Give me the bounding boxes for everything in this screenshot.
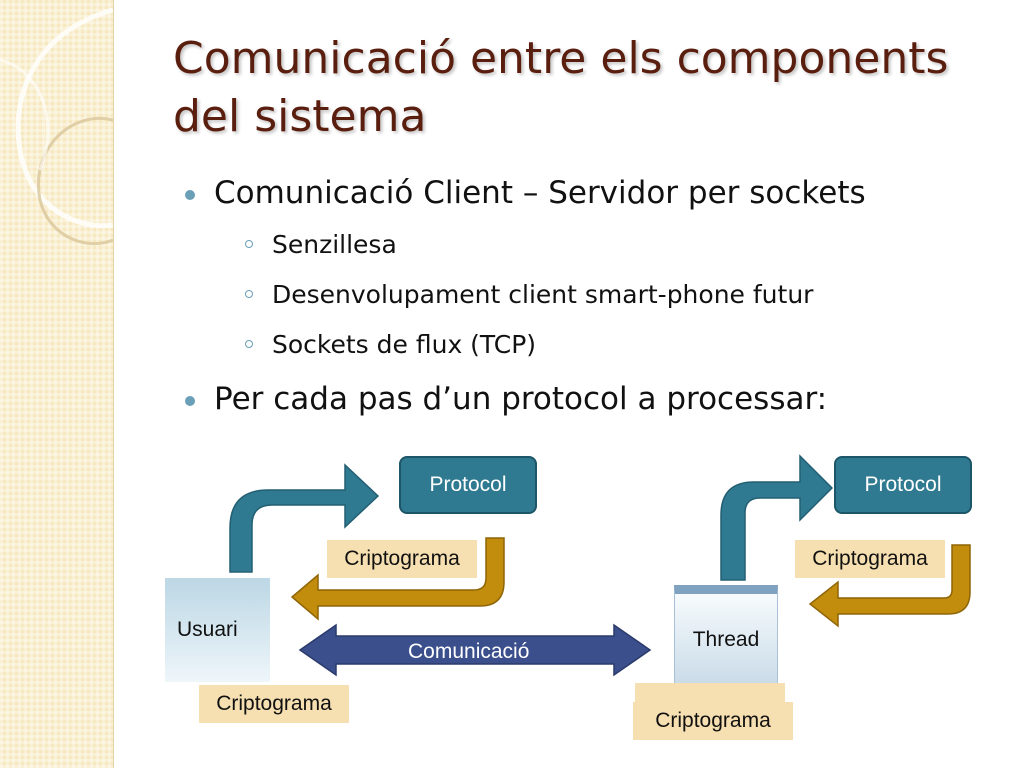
bullet-item: Comunicació Client – Servidor per socket…: [185, 170, 985, 370]
sub-bullet-text: Desenvolupament client smart-phone futur: [272, 280, 814, 309]
right-protocol-box: Protocol: [834, 456, 972, 514]
right-up-arrow-icon: [720, 454, 834, 581]
right-criptograma-lower: Criptograma: [633, 702, 793, 740]
decorative-sidebar: [0, 0, 114, 768]
sub-bullet-item: Sockets de flux (TCP): [214, 320, 985, 370]
bullet-list: Comunicació Client – Servidor per socket…: [185, 170, 985, 426]
left-criptograma-upper: Criptograma: [327, 540, 477, 578]
left-protocol-box: Protocol: [399, 456, 537, 514]
swirl-decoration-icon: [0, 7, 113, 246]
page-title: Comunicació entre els components del sis…: [173, 33, 949, 142]
sub-bullet-text: Sockets de flux (TCP): [272, 330, 537, 359]
communication-arrow-icon: [298, 623, 652, 677]
bullet-text: Comunicació Client – Servidor per socket…: [214, 175, 866, 211]
sub-bullet-text: Senzillesa: [272, 230, 397, 259]
left-up-arrow-icon: [229, 463, 380, 573]
bullet-dot-icon: [185, 396, 195, 406]
communication-label: Comunicació: [408, 640, 530, 663]
sub-bullet-ring-icon: [245, 290, 253, 298]
bullet-text: Per cada pas d’un protocol a processar:: [214, 381, 828, 417]
sub-bullet-list: Senzillesa Desenvolupament client smart-…: [214, 220, 985, 370]
sub-bullet-ring-icon: [245, 240, 253, 248]
sub-bullet-item: Senzillesa: [214, 220, 985, 270]
right-criptograma-upper: Criptograma: [795, 540, 945, 578]
bullet-item: Per cada pas d’un protocol a processar:: [185, 376, 985, 422]
left-criptograma-lower: Criptograma: [199, 685, 349, 723]
left-return-arrow-icon: [290, 537, 505, 621]
usuari-box: Usuari: [165, 578, 270, 682]
thread-box: Thread: [674, 585, 778, 685]
bullet-dot-icon: [185, 190, 195, 200]
sub-bullet-ring-icon: [245, 340, 253, 348]
sub-bullet-item: Desenvolupament client smart-phone futur: [214, 270, 985, 320]
right-return-arrow-icon: [808, 544, 971, 628]
